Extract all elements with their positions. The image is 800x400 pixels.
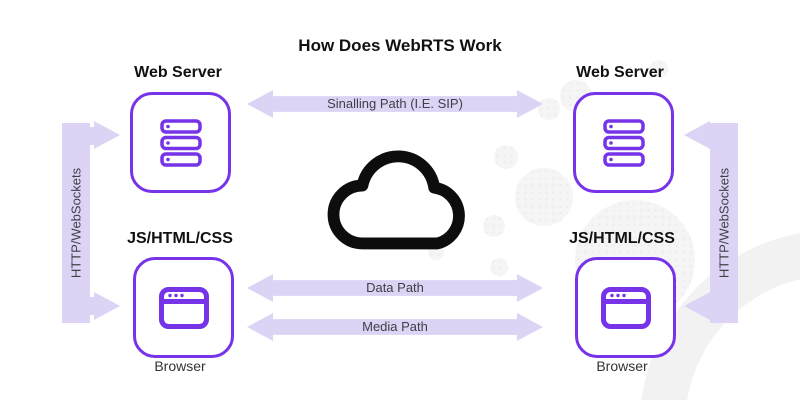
background-blob — [483, 215, 505, 237]
left-bracket-top-arm — [88, 127, 96, 145]
signalling-path-label: Sinalling Path (I.E. SIP) — [327, 96, 463, 111]
media-path-label: Media Path — [362, 319, 428, 334]
background-blob — [650, 60, 668, 78]
server-icon — [602, 118, 645, 167]
data-path-label: Data Path — [366, 280, 424, 295]
right-bracket-bar — [710, 123, 738, 323]
signalling-path-arrow: Sinalling Path (I.E. SIP) — [247, 90, 543, 118]
server-icon — [159, 118, 202, 167]
left-browser-box — [133, 257, 234, 358]
left-server-box — [130, 92, 231, 193]
right-browser-caption: Browser — [596, 358, 648, 374]
left-bracket-bottom-arrowhead — [94, 292, 120, 320]
browser-icon — [600, 286, 651, 329]
data-path-arrow: Data Path — [247, 274, 543, 302]
right-browser-label: JS/HTML/CSS — [569, 230, 675, 247]
background-blob — [515, 168, 573, 226]
media-path-arrow: Media Path — [247, 313, 543, 341]
background-blob — [538, 98, 560, 120]
cloud-icon — [327, 150, 465, 250]
background-blob — [494, 145, 518, 169]
right-server-box — [573, 92, 674, 193]
left-bracket-top-arrowhead — [94, 121, 120, 149]
background-blob — [490, 258, 508, 276]
right-bracket-label: HTTP/WebSockets — [716, 167, 732, 279]
left-server-label: Web Server — [134, 64, 222, 81]
browser-icon — [158, 286, 209, 329]
diagram-title: How Does WebRTS Work — [298, 36, 502, 55]
left-bracket-bar — [62, 123, 90, 323]
right-server-label: Web Server — [576, 64, 664, 81]
right-browser-box — [575, 257, 676, 358]
left-bracket-bottom-arm — [88, 297, 96, 315]
right-bracket-top-arrowhead — [684, 121, 710, 149]
left-browser-caption: Browser — [154, 358, 206, 374]
left-bracket-label: HTTP/WebSockets — [68, 167, 84, 279]
left-browser-label: JS/HTML/CSS — [127, 230, 233, 247]
